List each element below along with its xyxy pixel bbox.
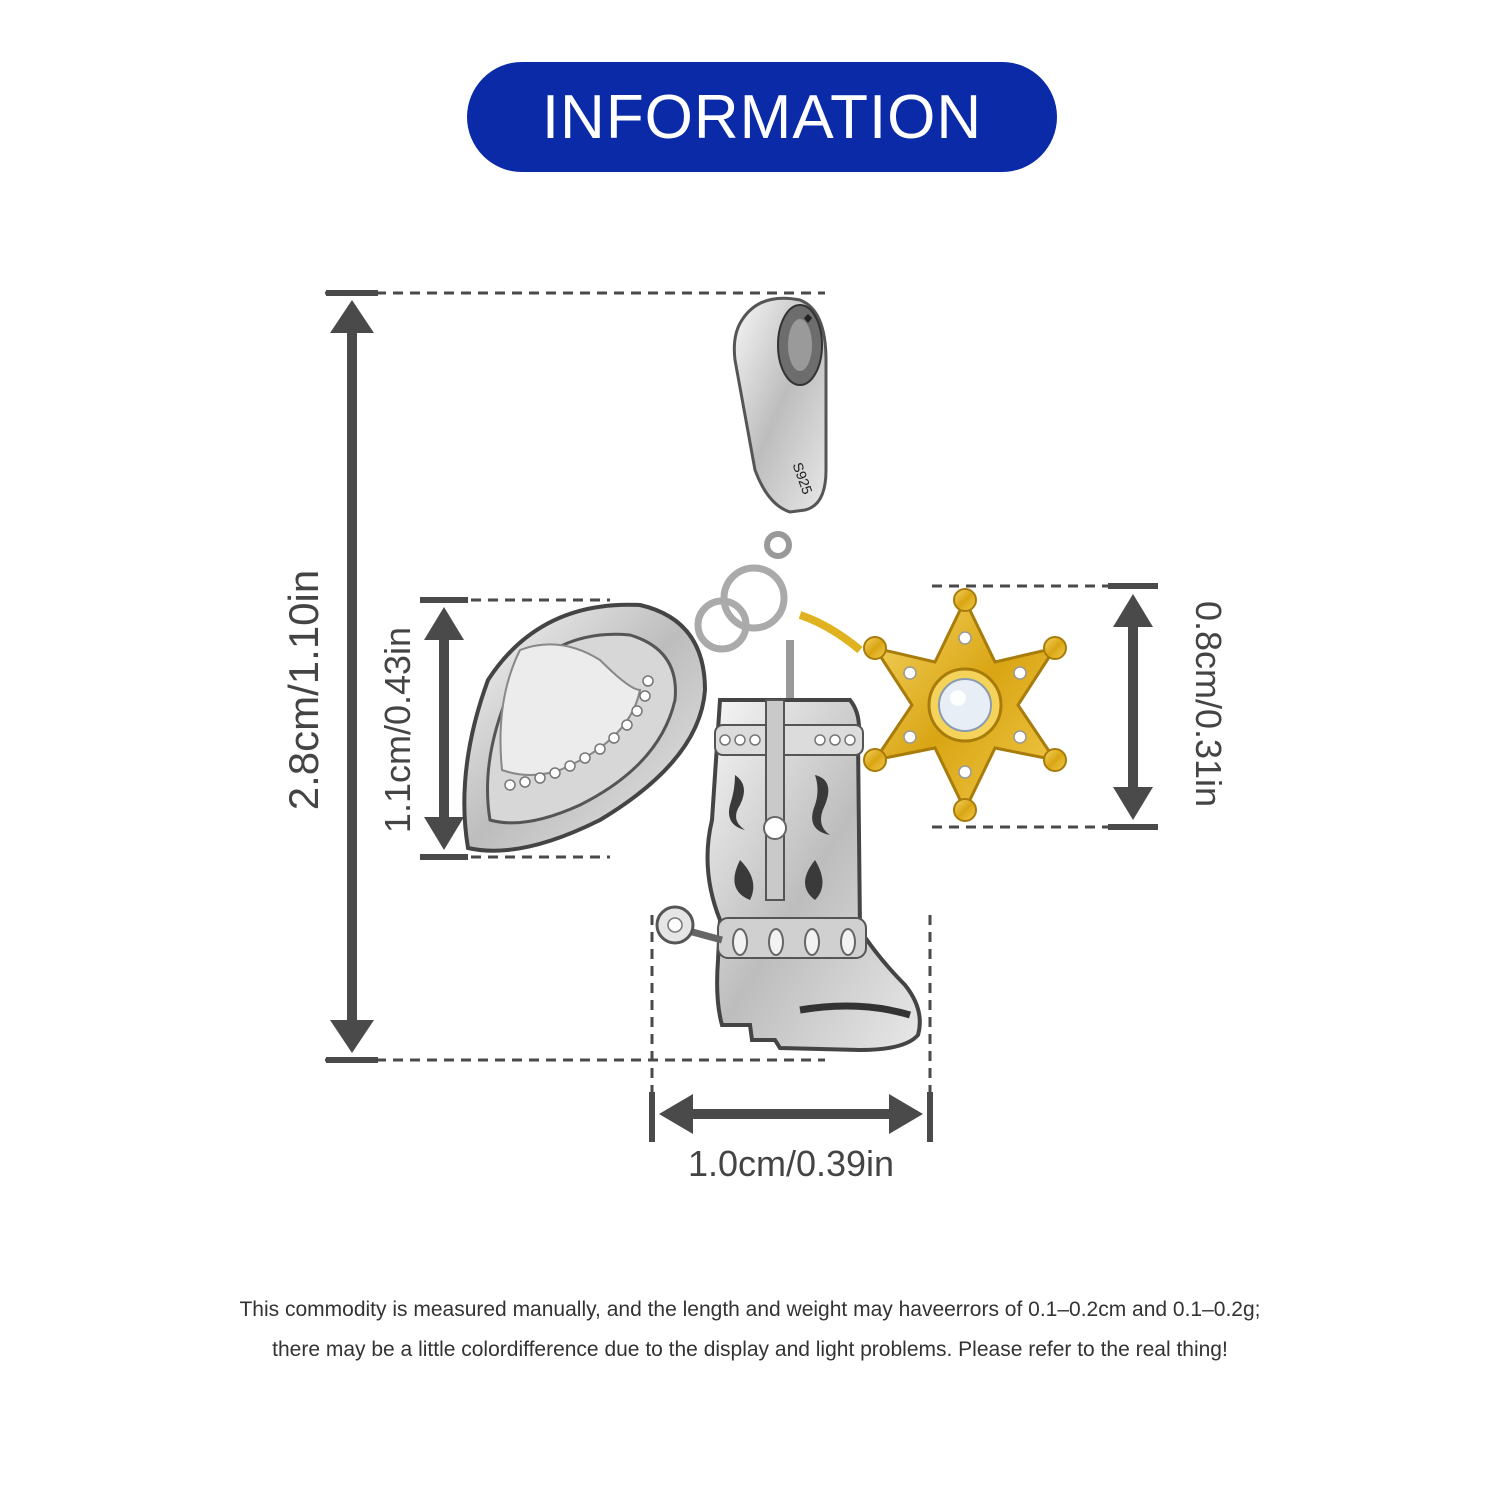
disclaimer-line-2: there may be a little colordifference du…	[272, 1338, 1228, 1361]
boot-width-measure	[649, 915, 933, 1142]
cowboy-boot-charm	[655, 640, 922, 1053]
information-banner: INFORMATION	[467, 62, 1057, 172]
page-title: INFORMATION	[541, 82, 983, 152]
sheriff-star-charm	[798, 588, 1067, 822]
boot-width-label: 1.0cm/0.39in	[688, 1143, 894, 1184]
boot-spur	[655, 905, 723, 945]
total-height-label: 2.8cm/1.10in	[280, 570, 327, 810]
bail: S925	[694, 296, 828, 653]
star-height-label: 0.8cm/0.31in	[1188, 601, 1229, 807]
star-height-measure	[932, 583, 1158, 830]
disclaimer-line-1: This commodity is measured manually, and…	[239, 1298, 1261, 1321]
total-height-measure	[325, 290, 825, 1063]
cowboy-hat-charm	[462, 602, 708, 853]
hat-height-measure	[420, 597, 610, 860]
hat-height-label: 1.1cm/0.43in	[377, 627, 418, 833]
